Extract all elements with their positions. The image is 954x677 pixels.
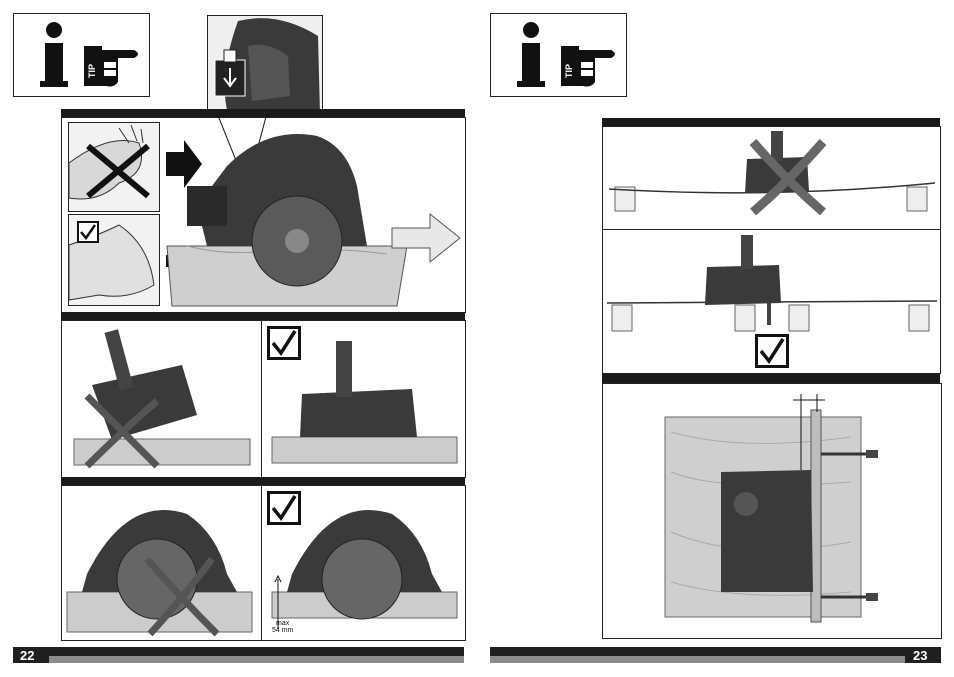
page-number-left: 22 xyxy=(20,649,34,663)
cross-icon xyxy=(142,554,222,638)
panel-divider xyxy=(603,229,940,230)
panel-divider xyxy=(261,321,262,477)
info-icon xyxy=(511,21,551,91)
tip-label: TIP xyxy=(87,64,97,78)
guide-rail-image xyxy=(661,392,941,622)
saw-on-board-image xyxy=(167,126,407,306)
cross-icon xyxy=(83,141,153,201)
panel-grip-start xyxy=(61,117,466,313)
correct-depth-saw-image xyxy=(272,494,457,634)
switch-callout xyxy=(207,15,323,115)
info-tip-box-left: TIP xyxy=(13,13,150,97)
cross-icon xyxy=(82,391,162,471)
feed-direction-arrow-icon xyxy=(392,214,460,262)
panel-depth: max 54 mm xyxy=(61,485,466,641)
check-icon xyxy=(77,221,99,243)
lock-button-icon xyxy=(215,50,245,96)
info-tip-box-right: TIP xyxy=(490,13,627,97)
wrong-grip-inset xyxy=(68,122,160,212)
tip-label: TIP xyxy=(564,64,574,78)
check-icon xyxy=(755,334,789,368)
cross-icon xyxy=(743,137,833,217)
info-icon xyxy=(34,21,74,91)
panel-support xyxy=(602,126,941,374)
footer-left-dark xyxy=(13,647,464,656)
panel-guide-bar xyxy=(602,374,940,383)
footer-right-dark xyxy=(490,647,941,656)
depth-value-label: 54 mm xyxy=(272,627,293,635)
panel-divider xyxy=(261,486,262,640)
footer-left-gray xyxy=(13,656,464,663)
supported-board-image xyxy=(607,233,937,333)
panel-guide xyxy=(602,383,942,639)
page-number-right: 23 xyxy=(913,649,927,663)
level-saw-image xyxy=(272,339,457,469)
correct-grip-inset xyxy=(68,214,160,306)
footer-right-gray xyxy=(490,656,941,663)
panel-tilt xyxy=(61,320,466,478)
